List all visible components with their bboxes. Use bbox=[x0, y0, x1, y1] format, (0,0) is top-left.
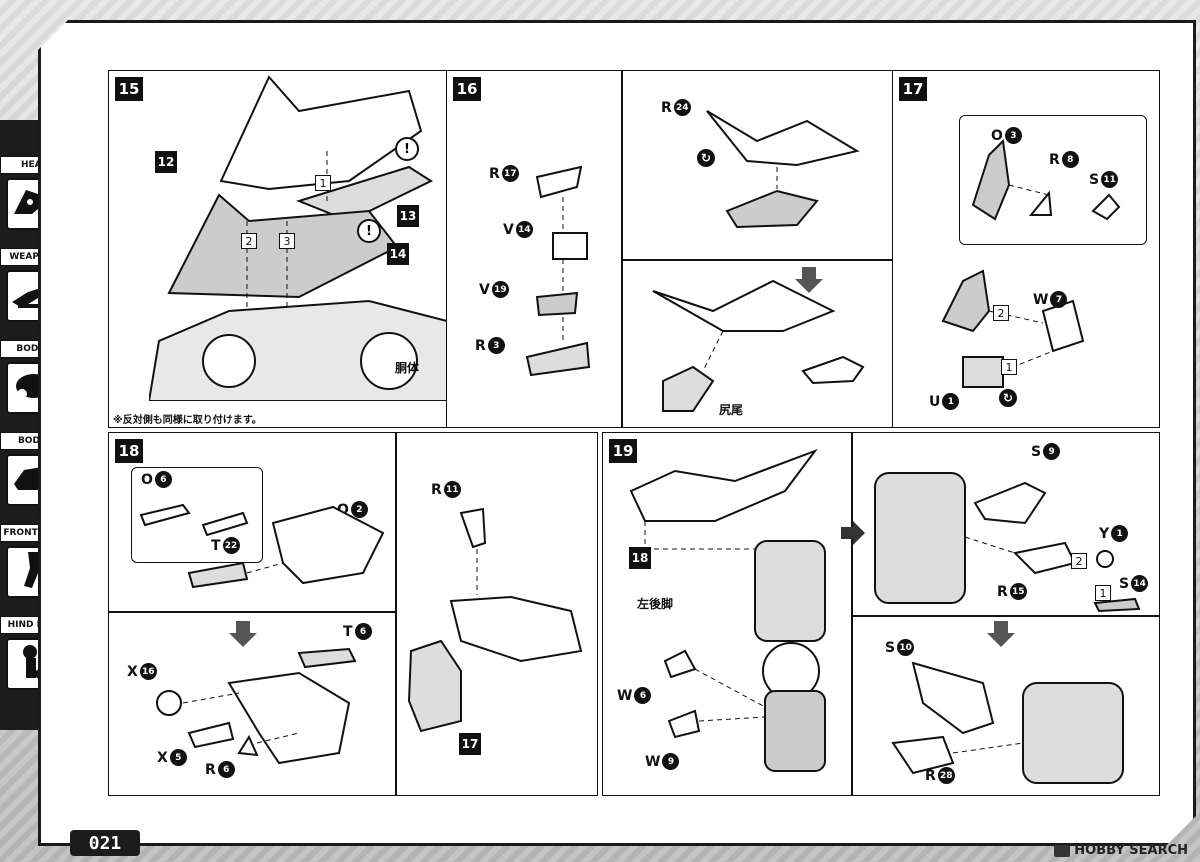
step-number: 15 bbox=[115, 77, 143, 101]
tail-parts-drawing bbox=[525, 165, 591, 377]
detail-callout bbox=[959, 115, 1147, 245]
order-box: 2 bbox=[993, 305, 1009, 321]
tail-wing-drawing bbox=[706, 110, 860, 229]
divider bbox=[395, 433, 397, 795]
leg-armor-drawing bbox=[874, 472, 1141, 613]
divider bbox=[109, 611, 395, 613]
order-box: 1 bbox=[315, 175, 331, 191]
step-note: ※反対側も同様に取り付けます。 bbox=[113, 415, 262, 426]
turn-over-icon: ↻ bbox=[999, 389, 1017, 407]
part-tag: 17 bbox=[459, 733, 481, 755]
step-number: 19 bbox=[609, 439, 637, 463]
armor-assembly-drawing bbox=[156, 647, 357, 765]
step-number: 17 bbox=[899, 77, 927, 101]
caution-icon: ! bbox=[395, 137, 419, 161]
watermark: HOBBY SEARCH bbox=[1054, 843, 1188, 858]
order-box: 1 bbox=[1095, 585, 1111, 601]
shield-assembly-drawing bbox=[941, 269, 1085, 388]
tail-label: 尻尾 bbox=[719, 403, 744, 417]
step-number: 18 bbox=[115, 439, 143, 463]
armor-parts-drawing bbox=[139, 503, 385, 589]
body-label: 胴体 bbox=[395, 361, 420, 375]
caution-icon: ! bbox=[357, 219, 381, 243]
divider bbox=[851, 615, 1159, 617]
divider bbox=[851, 433, 853, 795]
part-tag: 14 bbox=[387, 243, 409, 265]
order-box: 2 bbox=[241, 233, 257, 249]
leg-label: 左後脚 bbox=[637, 597, 674, 611]
head-assembly-drawing bbox=[149, 75, 447, 401]
divider bbox=[621, 71, 623, 427]
shield-parts-drawing bbox=[971, 138, 1121, 221]
part-tag: 13 bbox=[397, 205, 419, 227]
divider bbox=[621, 259, 893, 261]
detail-callout bbox=[131, 467, 263, 563]
order-box: 2 bbox=[1071, 553, 1087, 569]
step-number: 16 bbox=[453, 77, 481, 101]
right-arrow-icon bbox=[841, 521, 865, 545]
tail-assembly-drawing bbox=[652, 279, 865, 412]
down-arrow-icon bbox=[795, 267, 823, 293]
turn-over-icon: ↻ bbox=[697, 149, 715, 167]
leg-armor-assembly-drawing bbox=[891, 661, 1124, 784]
shoulder-assembly-drawing bbox=[407, 507, 583, 733]
down-arrow-icon bbox=[229, 621, 257, 647]
part-tag: 18 bbox=[629, 547, 651, 569]
step-15-panel: 15 12 13 14 1 2 3 ! ! 胴体 ※反対側も同様に取り付けます。 bbox=[108, 70, 448, 428]
hind-leg-drawing bbox=[629, 448, 826, 772]
order-box: 3 bbox=[279, 233, 295, 249]
order-box: 1 bbox=[1001, 359, 1017, 375]
page-number: 021 bbox=[70, 830, 140, 856]
part-tag: 12 bbox=[155, 151, 177, 173]
camera-icon bbox=[1054, 844, 1071, 857]
down-arrow-icon bbox=[987, 621, 1015, 647]
